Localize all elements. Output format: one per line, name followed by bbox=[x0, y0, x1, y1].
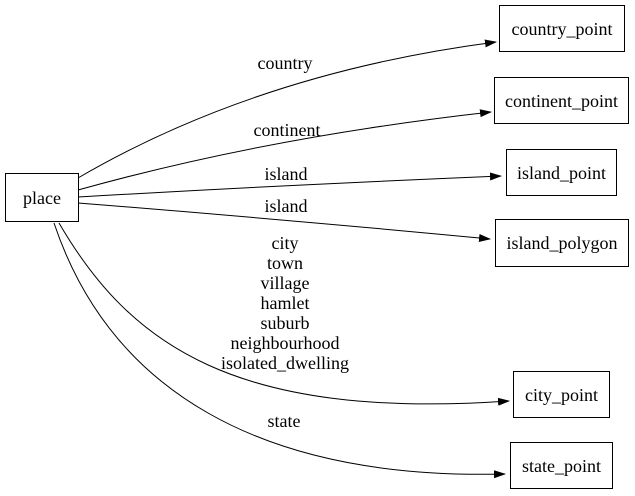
node-island-point-label: island_point bbox=[517, 162, 606, 183]
node-continent-point: continent_point bbox=[494, 77, 629, 124]
node-country-point-label: country_point bbox=[511, 18, 613, 39]
edge-label-isolated-dwelling: isolated_dwelling bbox=[221, 353, 349, 373]
node-place: place bbox=[5, 173, 79, 222]
node-state-point-label: state_point bbox=[522, 455, 601, 476]
edge-label-town: town bbox=[266, 253, 303, 273]
edge-place-state-point bbox=[53, 222, 506, 479]
edge-place-continent-point bbox=[77, 109, 492, 191]
node-city-point-label: city_point bbox=[525, 384, 598, 405]
node-state-point: state_point bbox=[510, 442, 613, 489]
edge-place-island-polygon bbox=[77, 202, 491, 242]
node-city-point: city_point bbox=[513, 371, 610, 418]
edge-label-village: village bbox=[260, 273, 310, 293]
edge-label-state: state bbox=[267, 411, 301, 431]
node-island-point: island_point bbox=[506, 149, 617, 196]
edge-label-neighbourhood: neighbourhood bbox=[230, 333, 340, 353]
node-continent-point-label: continent_point bbox=[505, 90, 618, 111]
edge-label-city-group: city town village hamlet suburb neighbou… bbox=[221, 233, 349, 373]
node-island-polygon: island_polygon bbox=[495, 219, 629, 267]
node-country-point: country_point bbox=[499, 5, 625, 52]
edge-label-continent: continent bbox=[253, 120, 321, 140]
edge-label-country: country bbox=[257, 53, 313, 73]
edge-place-island-point bbox=[77, 172, 502, 198]
edge-label-island-polygon: island bbox=[264, 196, 308, 216]
edge-label-city: city bbox=[271, 233, 299, 253]
edge-label-hamlet: hamlet bbox=[260, 293, 310, 313]
node-place-label: place bbox=[23, 187, 61, 208]
edge-label-island-point: island bbox=[264, 164, 308, 184]
edge-label-suburb: suburb bbox=[260, 313, 310, 333]
edge-place-city-point bbox=[58, 222, 510, 406]
edge-place-country-point bbox=[77, 39, 497, 179]
node-island-polygon-label: island_polygon bbox=[506, 233, 618, 253]
